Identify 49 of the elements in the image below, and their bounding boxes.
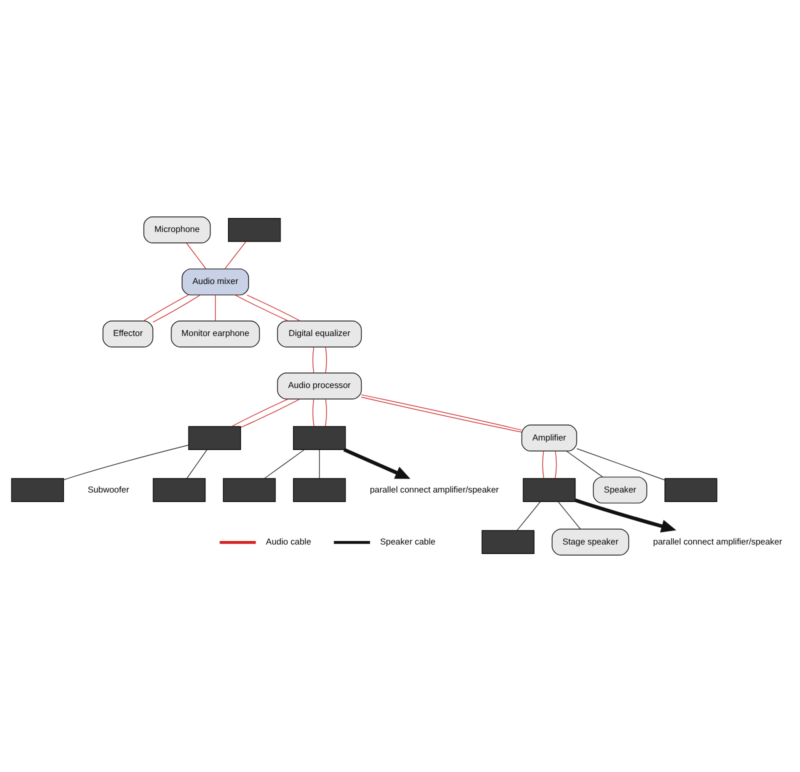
node-box: Stage speaker: [552, 528, 630, 556]
connector: [231, 398, 288, 427]
legend-label: Speaker cable: [380, 536, 436, 547]
connector: [324, 398, 327, 427]
node-text: parallel connect amplifier/speaker: [370, 484, 499, 494]
node-box: Effector: [102, 320, 154, 348]
connector: [576, 448, 666, 480]
node-box: [522, 478, 576, 502]
connector: [152, 294, 200, 323]
node-box: Digital equalizer: [277, 320, 362, 348]
arrow: [574, 498, 676, 533]
node-box: [222, 478, 276, 502]
node-box: [482, 530, 534, 554]
connector: [554, 450, 557, 479]
node-box: [228, 218, 281, 242]
legend-label: Audio cable: [266, 536, 312, 547]
node-text: parallel connect amplifier/speaker: [653, 536, 782, 546]
connector: [264, 449, 305, 479]
connector: [215, 294, 216, 322]
connector: [246, 294, 300, 322]
node-box: [293, 426, 346, 450]
connector: [566, 450, 604, 478]
node-box: [188, 426, 241, 450]
connector: [186, 449, 208, 479]
node-box: Microphone: [143, 216, 211, 244]
node-box: Audio processor: [277, 372, 362, 400]
connector: [319, 449, 320, 479]
connector: [558, 501, 581, 530]
node-box: [11, 478, 64, 502]
connector: [542, 450, 544, 479]
connector: [234, 294, 289, 322]
node-box: [152, 478, 206, 502]
connector: [63, 444, 189, 480]
arrow: [343, 448, 410, 479]
label: Subwoofer: [88, 484, 130, 494]
node-box: Amplifier: [521, 424, 578, 452]
connector: [143, 294, 189, 322]
connector: [312, 398, 314, 427]
node-box: Monitor earphone: [170, 320, 260, 348]
node-box: Audio mixer: [182, 268, 249, 296]
node-box: [664, 478, 718, 502]
node-box: [293, 478, 346, 502]
connector: [325, 346, 327, 374]
connector: [516, 501, 541, 531]
connector: [224, 241, 246, 270]
connector: [240, 398, 300, 428]
connector: [312, 346, 314, 374]
connector: [186, 242, 206, 270]
node-box: Speaker: [592, 476, 648, 504]
